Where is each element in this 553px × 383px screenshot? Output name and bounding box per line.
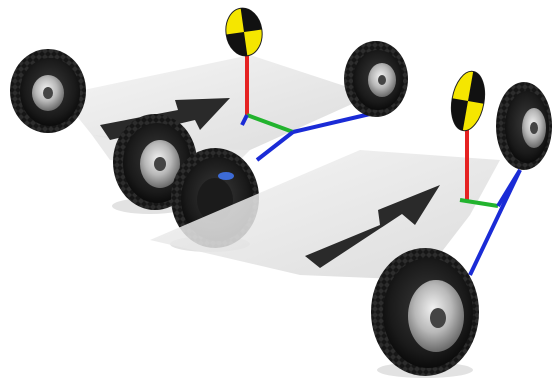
wheel-right-front <box>371 248 479 378</box>
wheel-rear-right <box>344 41 408 117</box>
wheel-right-rear <box>496 82 552 170</box>
right-crash-test-marker <box>447 69 489 134</box>
left-crash-test-marker <box>223 6 265 59</box>
wheel-rear-left <box>10 49 86 133</box>
